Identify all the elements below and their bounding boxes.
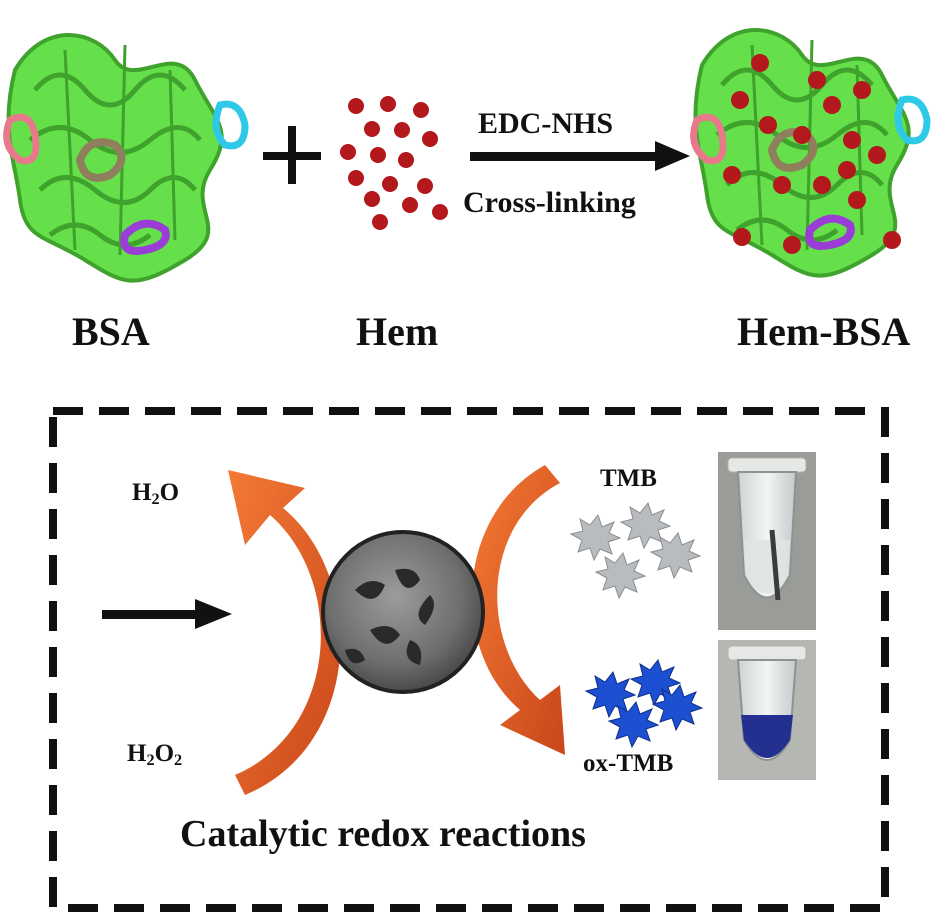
bound-hem-particles: [723, 54, 901, 254]
cross-linking-label: Cross-linking: [463, 186, 636, 219]
crosslink-arrow: [470, 141, 690, 171]
tmb-label: TMB: [600, 465, 657, 492]
tmb-molecules: [569, 501, 702, 600]
ox-tmb-molecules: [584, 658, 704, 749]
input-arrow: [102, 599, 232, 629]
ox-tmb-tube-image: [718, 640, 816, 780]
bsa-label: BSA: [72, 309, 150, 354]
h2o-label: H2O: [132, 479, 180, 509]
h2o2-label: H2O2: [127, 740, 183, 770]
right-orange-arrow: [471, 465, 565, 755]
bsa-protein-image: [3, 35, 249, 281]
purple-loop: [120, 219, 170, 255]
pink-loop: [3, 113, 40, 165]
plus-sign: [263, 126, 321, 184]
edc-nhs-label: EDC-NHS: [478, 107, 614, 140]
hem-bsa-label: Hem-BSA: [737, 309, 911, 354]
hem-bsa-protein-image: [690, 30, 931, 276]
cyan-loop: [212, 100, 249, 150]
box-title: Catalytic redox reactions: [180, 813, 586, 855]
hem-label: Hem: [356, 309, 439, 354]
hem-particles: [340, 96, 448, 230]
ox-tmb-label: ox-TMB: [583, 750, 674, 777]
left-orange-arrow: [228, 470, 341, 795]
catalyst-nanoparticle: [321, 530, 485, 694]
catalysis-dashed-box: [49, 407, 889, 912]
tmb-tube-image: [718, 452, 816, 630]
tan-loop: [75, 138, 126, 182]
